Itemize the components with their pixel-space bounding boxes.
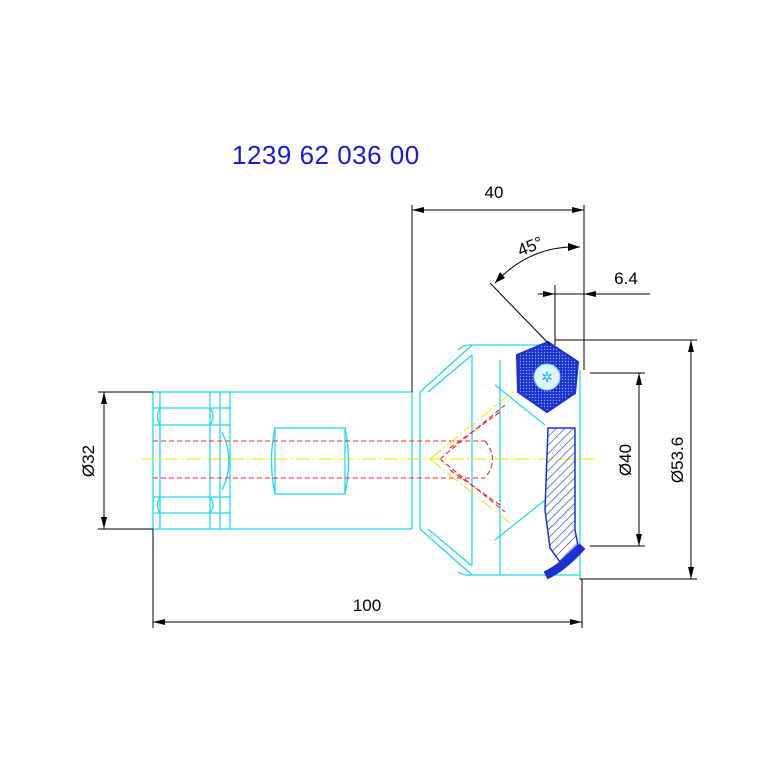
seal-lip-edge [543, 543, 586, 580]
svg-text:✲: ✲ [541, 370, 553, 386]
centerlines [142, 389, 595, 528]
seal-ring: ✲ [515, 340, 586, 580]
dim-overall-length: 100 [353, 596, 381, 615]
hex-nut-body [152, 391, 231, 530]
dim-top-width: 40 [485, 183, 504, 202]
dimension-lines [98, 205, 697, 628]
dim-left-diameter: Ø32 [79, 445, 98, 477]
dim-angle: 45° [515, 233, 546, 260]
dimension-arrows [101, 207, 694, 625]
seal-center-mark [533, 363, 561, 391]
dim-outer-diameter: Ø53.6 [668, 437, 687, 483]
hidden-lines [153, 404, 506, 513]
dim-inner-diameter: Ø40 [616, 444, 635, 476]
shaft-slot [274, 427, 346, 495]
part-number-title: 1239 62 036 00 [232, 140, 420, 170]
seal-lip-hatched [544, 427, 579, 564]
part-outline [152, 344, 581, 580]
dim-offset: 6.4 [614, 269, 638, 288]
